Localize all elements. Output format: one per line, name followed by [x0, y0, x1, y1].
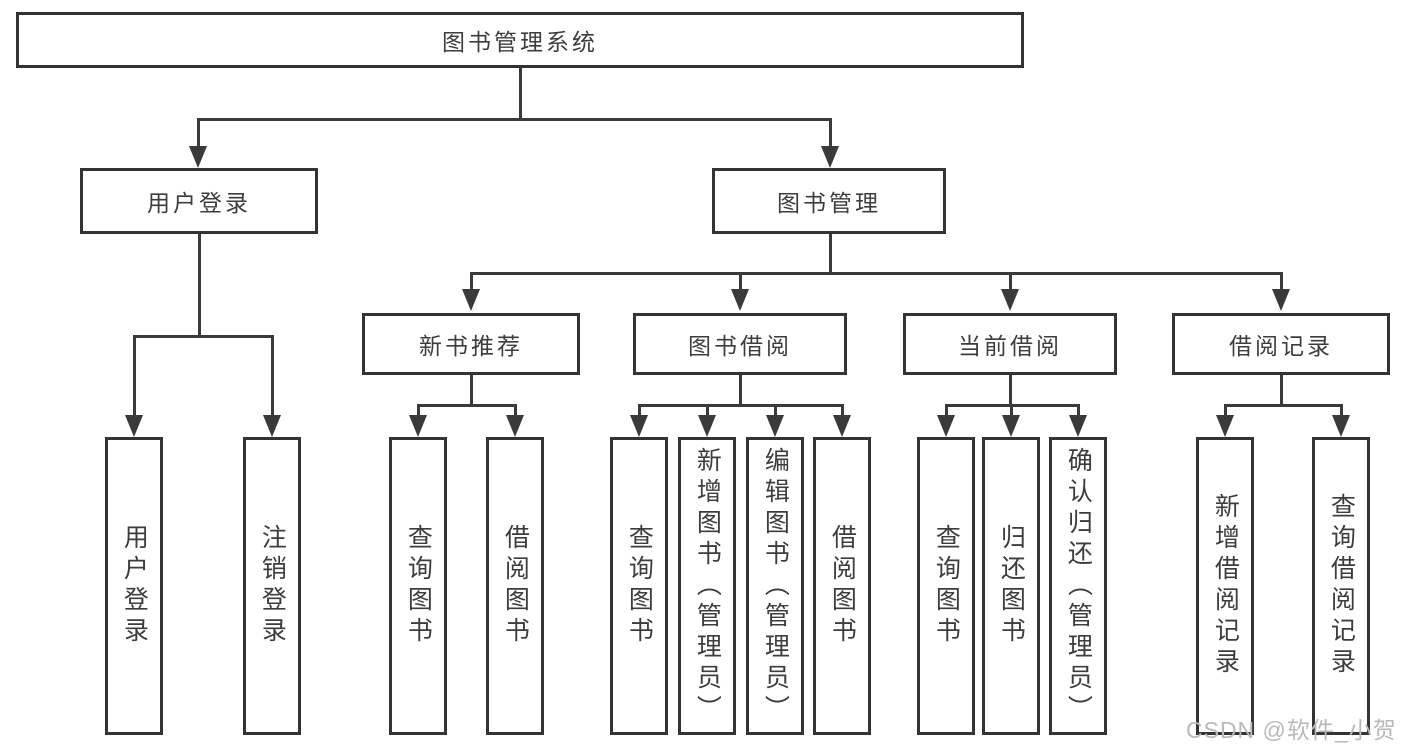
arrow-down-icon [731, 289, 749, 311]
connector-line [829, 118, 832, 152]
connector-line [470, 272, 473, 293]
node-book-borrowing: 图书借阅 [633, 313, 847, 375]
connector-line [1340, 404, 1343, 418]
connector-line [638, 404, 843, 407]
connector-line [1224, 404, 1342, 407]
arrow-down-icon [409, 415, 427, 437]
connector-line [417, 404, 420, 418]
arrow-down-icon [766, 415, 784, 437]
connector-line [1009, 375, 1012, 406]
connector-line [198, 234, 201, 337]
arrow-down-icon [1069, 415, 1087, 437]
node-book-management: 图书管理 [712, 168, 946, 234]
connector-line [1010, 404, 1013, 418]
connector-line [417, 404, 516, 407]
node-borrowing-records: 借阅记录 [1172, 313, 1390, 375]
node-label: 查询借阅记录 [1327, 493, 1356, 679]
node-label: 图书管理 [777, 190, 881, 216]
arrow-down-icon [630, 415, 648, 437]
arrow-down-icon [1216, 415, 1234, 437]
node-label: 用户登录 [147, 190, 251, 216]
node-new-book-recommendation: 新书推荐 [362, 313, 580, 375]
node-label: 查询图书 [932, 524, 961, 648]
leaf-add-borrow-record: 新增借阅记录 [1196, 437, 1254, 735]
connector-line [706, 404, 709, 418]
arrow-down-icon [189, 146, 207, 168]
arrow-down-icon [1332, 415, 1350, 437]
arrow-down-icon [698, 415, 716, 437]
connector-line [519, 68, 522, 120]
node-label: 图书借阅 [688, 333, 792, 359]
connector-line [945, 404, 948, 418]
node-user-login: 用户登录 [80, 168, 318, 234]
csdn-watermark: CSDN @软件_小贺同学 [1186, 717, 1397, 743]
node-root: 图书管理系统 [16, 12, 1024, 68]
connector-line [739, 272, 742, 293]
node-current-borrowing: 当前借阅 [903, 313, 1117, 375]
arrow-down-icon [821, 146, 839, 168]
node-label: 借阅图书 [828, 524, 857, 648]
connector-line [271, 335, 274, 419]
node-label: 注销登录 [258, 524, 287, 648]
connector-line [470, 375, 473, 406]
connector-line [841, 404, 844, 418]
arrow-down-icon [263, 415, 281, 437]
connector-line [829, 234, 832, 274]
connector-line [514, 404, 517, 418]
connector-line [133, 335, 273, 338]
connector-line [133, 335, 136, 419]
connector-line [1224, 404, 1227, 418]
leaf-edit-book-admin: 编辑图书（管理员） [746, 437, 804, 735]
connector-line [197, 118, 200, 152]
leaf-query-books-borrowing: 查询图书 [610, 437, 668, 735]
arrow-down-icon [125, 415, 143, 437]
leaf-user-login: 用户登录 [105, 437, 163, 735]
connector-line [739, 375, 742, 406]
node-label: 确认归还（管理员） [1064, 446, 1093, 726]
arrow-down-icon [1002, 415, 1020, 437]
node-label: 当前借阅 [958, 333, 1062, 359]
node-label: 新书推荐 [419, 333, 523, 359]
leaf-logout: 注销登录 [243, 437, 301, 735]
connector-line [1280, 375, 1283, 406]
arrow-down-icon [506, 415, 524, 437]
node-label: 图书管理系统 [442, 29, 598, 55]
connector-line [1280, 272, 1283, 293]
node-label: 借阅图书 [501, 524, 530, 648]
arrow-down-icon [1272, 289, 1290, 311]
connector-line [638, 404, 641, 418]
arrow-down-icon [1001, 289, 1019, 311]
node-label: 借阅记录 [1229, 333, 1333, 359]
leaf-query-books-current: 查询图书 [917, 437, 975, 735]
node-label: 新增借阅记录 [1211, 493, 1240, 679]
node-label: 查询图书 [404, 524, 433, 648]
leaf-borrow-books-borrowing: 借阅图书 [813, 437, 871, 735]
leaf-add-book-admin: 新增图书（管理员） [678, 437, 736, 735]
connector-line [197, 118, 832, 121]
leaf-confirm-return-admin: 确认归还（管理员） [1049, 437, 1107, 735]
arrow-down-icon [462, 289, 480, 311]
leaf-borrow-books-recommend: 借阅图书 [486, 437, 544, 735]
connector-line [1077, 404, 1080, 418]
node-label: 归还图书 [997, 524, 1026, 648]
arrow-down-icon [937, 415, 955, 437]
connector-line [1009, 272, 1012, 293]
node-label: 新增图书（管理员） [693, 446, 722, 726]
leaf-query-books-recommend: 查询图书 [389, 437, 447, 735]
connector-line [470, 272, 1282, 275]
leaf-query-borrow-record: 查询借阅记录 [1312, 437, 1370, 735]
node-label: 查询图书 [625, 524, 654, 648]
leaf-return-book: 归还图书 [982, 437, 1040, 735]
arrow-down-icon [833, 415, 851, 437]
connector-line [774, 404, 777, 418]
node-label: 编辑图书（管理员） [761, 446, 790, 726]
node-label: 用户登录 [120, 524, 149, 648]
